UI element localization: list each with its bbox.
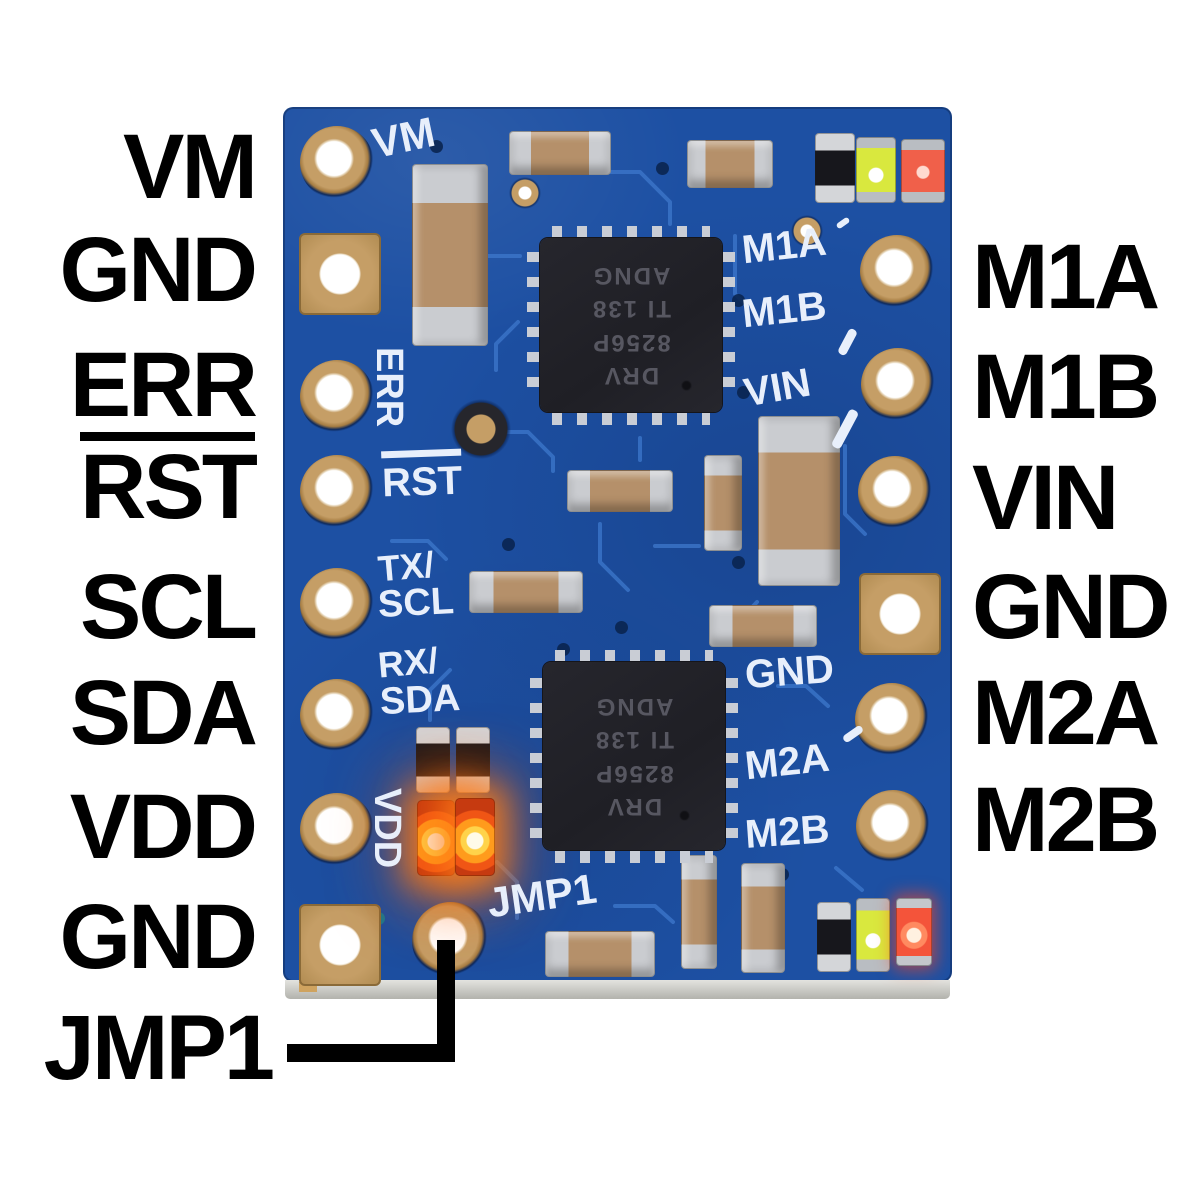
led-red-top xyxy=(901,139,945,203)
pin-label-vin: VIN xyxy=(972,447,1119,549)
pin-hole-m1b xyxy=(861,348,935,422)
ic2-pins-left xyxy=(530,678,543,838)
pin-label-m1b: M1B xyxy=(972,336,1160,438)
pin-label-jmp1: JMP1 xyxy=(43,997,275,1099)
silkscreen-rst-text: RST xyxy=(381,448,463,507)
silkscreen-m2b: M2B xyxy=(743,807,831,857)
resistor xyxy=(456,727,490,793)
ic-marking-line: ADNG xyxy=(594,693,674,721)
silkscreen-m1b: M1B xyxy=(739,283,829,337)
led-yellow-green-bottom xyxy=(856,898,890,972)
pin-hole-vdd xyxy=(300,793,374,867)
via-dot xyxy=(615,621,628,634)
silkscreen-scl: SCL xyxy=(376,580,456,626)
ic-marking-line: TI 138 xyxy=(593,726,675,754)
pin-label-m1a: M1A xyxy=(972,226,1160,328)
pin-hole-rst xyxy=(300,455,374,529)
capacitor xyxy=(412,164,488,346)
capacitor-large xyxy=(758,416,840,586)
jmp1-callout-vertical xyxy=(437,940,455,1062)
ic-marking-line: 8256P xyxy=(594,759,674,787)
ic2-marking: DRV 8256P TI 138 ADNG xyxy=(543,662,725,850)
silkscreen-err: ERR xyxy=(368,347,410,428)
pin-hole-m2a xyxy=(855,683,929,757)
ic1-pins-top xyxy=(552,226,710,239)
ic1-pins-bottom xyxy=(552,412,710,425)
pin-hole-vin xyxy=(858,456,932,530)
ic2-pins-top xyxy=(555,650,713,663)
led-lit-orange-right xyxy=(455,798,495,876)
pin-label-m2b: M2B xyxy=(972,769,1160,871)
pin-pad-gnd-top-left xyxy=(299,233,381,315)
pin-pad-gnd-bottom-left xyxy=(299,904,381,986)
pin-label-gnd-right: GND xyxy=(972,556,1170,658)
led-red-bottom xyxy=(896,898,932,966)
via-dot xyxy=(732,294,745,307)
ic-marking-line: TI 138 xyxy=(590,295,672,323)
jmp1-callout-horizontal xyxy=(287,1044,455,1062)
via-dot xyxy=(430,140,443,153)
pin-label-rst-text: RST xyxy=(80,432,258,533)
gold-via-small xyxy=(791,215,823,247)
capacitor xyxy=(567,470,673,512)
resistor xyxy=(815,133,855,203)
silkscreen-vdd: VDD xyxy=(366,788,408,869)
ic2-pin1-dot xyxy=(679,810,690,821)
capacitor xyxy=(704,455,742,551)
pin-label-vdd: VDD xyxy=(69,776,258,878)
pin-label-rst: RST xyxy=(80,432,258,533)
board-edge-gold xyxy=(299,982,317,992)
via-dot xyxy=(656,162,669,175)
gold-via-small xyxy=(509,177,541,209)
ic1-pins-left xyxy=(527,252,540,398)
pin-hole-err xyxy=(300,360,374,434)
pin-label-gnd-2: GND xyxy=(59,886,258,988)
via-dot xyxy=(737,386,750,399)
ic-marking-line: DRV xyxy=(602,362,660,390)
capacitor xyxy=(545,931,655,977)
silkscreen-rst: RST xyxy=(381,448,463,507)
ic-chip-2: DRV 8256P TI 138 ADNG xyxy=(543,662,725,850)
ic-marking-line: DRV xyxy=(605,793,663,821)
silkscreen-gnd: GND xyxy=(743,646,836,698)
capacitor xyxy=(509,131,611,175)
pin-hole-m2b xyxy=(856,790,930,864)
ic2-pins-right xyxy=(725,678,738,838)
capacitor xyxy=(681,855,717,969)
via-dot xyxy=(732,556,745,569)
board-edge xyxy=(285,980,950,999)
pin-hole-sda xyxy=(300,679,374,753)
gold-via-large xyxy=(450,398,512,460)
ic1-pins-right xyxy=(722,252,735,398)
pin-label-vm: VM xyxy=(123,116,258,218)
ic-marking-line: 8256P xyxy=(591,328,671,356)
silkscreen-m1a: M1A xyxy=(739,219,829,273)
ic-chip-1: DRV 8256P TI 138 ADNG xyxy=(540,238,722,412)
via-dot xyxy=(502,538,515,551)
ic2-pins-bottom xyxy=(555,850,713,863)
resistor xyxy=(817,902,851,972)
pin-label-err: ERR xyxy=(69,334,258,436)
pin-pad-gnd-right xyxy=(859,573,941,655)
pin-label-gnd-1: GND xyxy=(59,219,258,321)
pin-hole-m1a xyxy=(860,235,934,309)
pin-label-sda: SDA xyxy=(69,662,258,764)
capacitor xyxy=(709,605,817,647)
capacitor xyxy=(687,140,773,188)
resistor xyxy=(416,727,450,793)
pin-hole-vm xyxy=(300,126,374,200)
ic-marking-line: ADNG xyxy=(591,262,671,290)
led-lit-orange-left xyxy=(417,800,455,876)
capacitor xyxy=(741,863,785,973)
ic1-pin1-dot xyxy=(681,380,692,391)
pin-label-scl: SCL xyxy=(80,556,258,658)
silkscreen-m2a: M2A xyxy=(742,735,832,789)
pin-hole-scl xyxy=(300,568,374,642)
silkscreen-sda: SDA xyxy=(378,676,462,724)
pin-label-m2a: M2A xyxy=(972,662,1160,764)
capacitor xyxy=(469,571,583,613)
ic1-marking: DRV 8256P TI 138 ADNG xyxy=(540,238,722,412)
led-yellow-green-top xyxy=(856,137,896,203)
